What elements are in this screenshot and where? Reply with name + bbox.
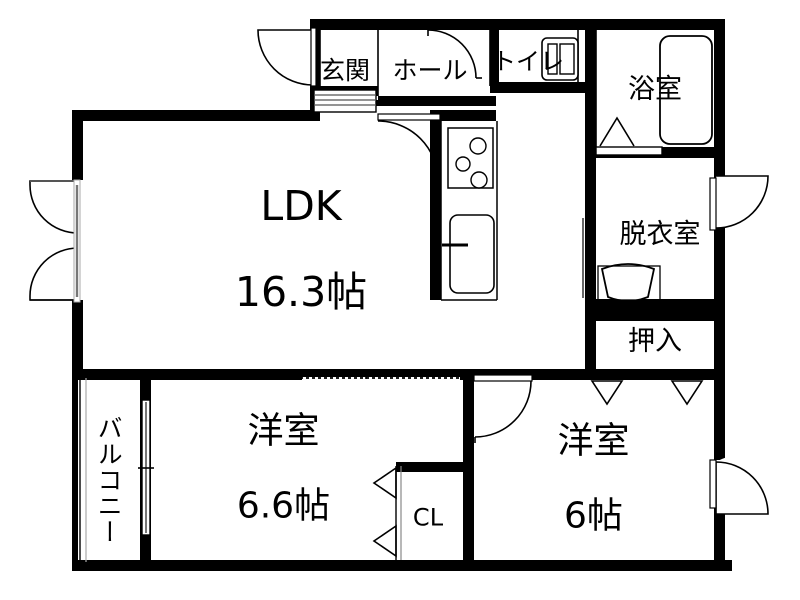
bedroom-second-name: 洋室 <box>557 420 630 462</box>
room-label-ldk: LDK 16.3帖 <box>209 142 367 314</box>
gas-stove-3-burner <box>447 127 494 189</box>
ldk-window-sash <box>73 179 81 303</box>
entrance-step <box>313 89 377 113</box>
kitchen-sink <box>442 214 495 294</box>
bathtub <box>659 35 713 145</box>
room-label-changing-room: 脱衣室 <box>619 218 701 250</box>
cl-folding-doors[interactable] <box>372 466 402 560</box>
room-label-genkan: 玄関 <box>319 55 371 85</box>
ldk-window-lower[interactable] <box>29 247 79 301</box>
room-label-hall: ホール <box>392 55 468 85</box>
hall-door[interactable] <box>427 29 482 79</box>
ldk-window-upper[interactable] <box>29 180 79 234</box>
room-label-balcony: バルコニー <box>94 415 124 545</box>
bedroom-main-area: 6.6帖 <box>236 485 331 527</box>
room-label-closet-oshiire: 押入 <box>628 325 682 357</box>
second-bedroom-exterior-door[interactable] <box>709 455 769 515</box>
ldk-name: LDK <box>260 181 342 230</box>
closet-folding-doors[interactable] <box>590 380 704 406</box>
ldk-area: 16.3帖 <box>234 268 368 317</box>
front-entrance-door[interactable] <box>257 27 317 87</box>
balcony-railing <box>79 378 87 562</box>
changing-room-door[interactable] <box>709 175 769 231</box>
room-label-bedroom-second: 洋室 6帖 <box>535 384 630 537</box>
ldk-left-wall-window-jambs <box>72 110 83 380</box>
hall-to-ldk-door[interactable] <box>377 113 441 186</box>
room-label-cl: CL <box>412 503 444 532</box>
balcony-sliding-door[interactable] <box>138 399 154 536</box>
toilet-bowl <box>541 37 579 81</box>
room-label-bath: 浴室 <box>628 73 682 105</box>
bedroom-second-area: 6帖 <box>563 495 623 537</box>
kitchen-counter <box>440 121 498 301</box>
bedroom-main-name: 洋室 <box>247 410 320 452</box>
second-bedroom-door[interactable] <box>473 374 533 443</box>
wash-basin <box>597 263 661 302</box>
changing-room-sliding-door[interactable] <box>582 218 589 298</box>
room-label-bedroom-main: 洋室 6.6帖 <box>214 374 330 525</box>
ldk-to-bedroom-sliding-door[interactable] <box>150 369 466 379</box>
room-label-toilet: トイレ <box>492 47 564 76</box>
bathroom-door[interactable] <box>595 116 663 156</box>
